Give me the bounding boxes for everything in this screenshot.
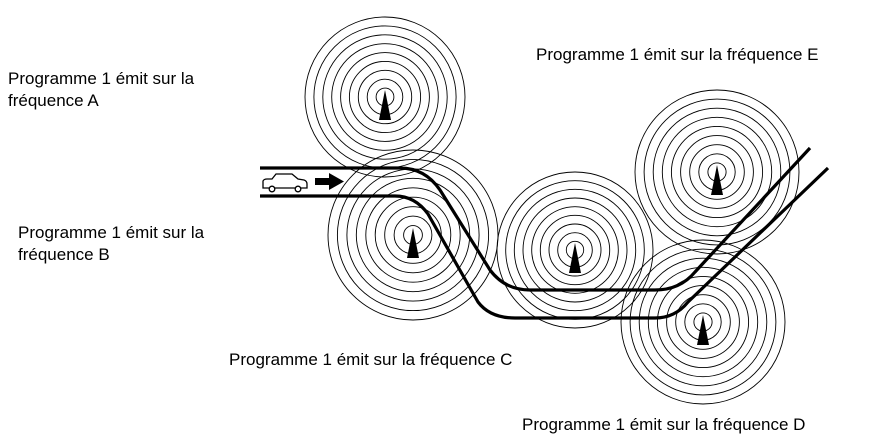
coverage-ring — [513, 188, 637, 312]
label-frequency-b: Programme 1 émit sur la fréquence B — [18, 223, 205, 264]
coverage-zone-a — [304, 16, 466, 178]
road-edge-lower — [260, 166, 830, 320]
coverage-ring — [348, 60, 422, 134]
coverage-ring — [522, 197, 628, 303]
coverage-ring — [374, 196, 452, 274]
transmitter-icon — [569, 243, 581, 273]
coverage-ring — [634, 89, 800, 255]
coverage-ring — [496, 171, 654, 329]
coverage-zone-c — [496, 171, 654, 329]
transmitter-icon — [407, 228, 419, 258]
coverage-ring — [661, 116, 773, 228]
arrow-right-icon — [315, 173, 344, 190]
coverage-ring — [336, 158, 490, 312]
coverage-ring — [304, 16, 466, 178]
label-frequency-c: Programme 1 émit sur la fréquence C — [229, 350, 513, 369]
coverage-ring — [656, 275, 750, 369]
road — [260, 146, 830, 320]
transmitter-icon — [697, 315, 709, 345]
label-frequency-d: Programme 1 émit sur la fréquence D — [522, 415, 806, 434]
coverage-ring — [680, 135, 754, 209]
coverage-ring — [331, 43, 439, 151]
coverage-rings — [304, 16, 800, 405]
transmitter-icon — [711, 165, 723, 195]
transmitter-icon — [379, 90, 391, 120]
coverage-ring — [531, 206, 619, 294]
coverage-ring — [629, 248, 777, 396]
coverage-ring — [675, 294, 731, 350]
coverage-ring — [638, 257, 768, 387]
coverage-ring — [340, 52, 430, 142]
coverage-ring — [620, 239, 786, 405]
coverage-ring — [670, 125, 764, 219]
coverage-ring — [548, 223, 602, 277]
coverage-ring — [539, 214, 611, 286]
road-edge-upper — [260, 146, 812, 292]
coverage-ring — [357, 69, 413, 125]
coverage-ring — [647, 266, 759, 378]
label-frequency-e: Programme 1 émit sur la fréquence E — [536, 45, 819, 64]
car-icon — [262, 173, 308, 193]
coverage-ring — [689, 144, 745, 200]
coverage-ring — [365, 187, 461, 283]
antennas — [379, 90, 723, 345]
coverage-ring — [322, 34, 448, 160]
label-frequency-a: Programme 1 émit sur la fréquence A — [8, 69, 195, 110]
coverage-ring — [652, 107, 782, 237]
